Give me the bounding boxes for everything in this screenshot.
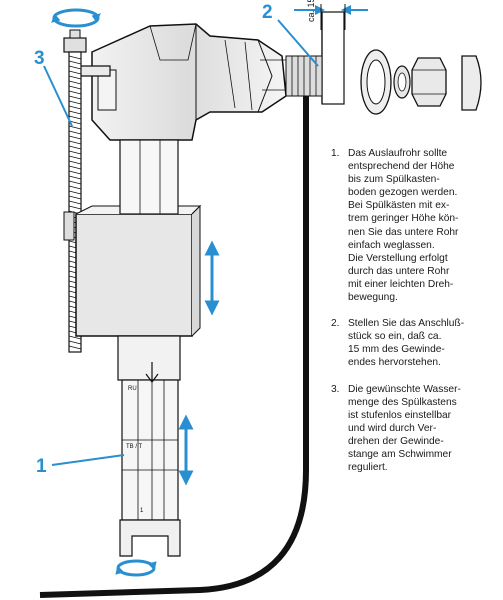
callout-1: 1 xyxy=(36,456,47,477)
rotate-bottom-arrow xyxy=(115,559,157,577)
instruction-text: Das Auslaufrohr sollte entsprechend der … xyxy=(348,148,459,304)
washer-small xyxy=(393,65,411,99)
callout-3-leader xyxy=(43,65,73,127)
callout-3: 3 xyxy=(34,48,45,69)
nut xyxy=(411,57,447,107)
instruction-number: 3. xyxy=(331,383,340,395)
instruction-number: 1. xyxy=(331,148,340,159)
adjust-screw-head xyxy=(63,29,87,53)
outlet-tube xyxy=(117,335,181,557)
callout-2-leader xyxy=(277,19,319,67)
instruction-item: 2. Stellen Sie das Anschluß- stück so ei… xyxy=(331,317,499,369)
inlet-pipe xyxy=(321,11,345,105)
instructions-list: 1. Das Auslaufrohr sollte entsprechend d… xyxy=(331,147,499,487)
instruction-text: Die gewünschte Wasser- menge des Spülkas… xyxy=(348,383,461,474)
scale-label-top: RU xyxy=(128,386,137,392)
rotate-top-arrow xyxy=(51,8,101,28)
instruction-text: Stellen Sie das Anschluß- stück so ein, … xyxy=(348,318,465,369)
valve-body xyxy=(91,23,287,141)
cap xyxy=(461,55,482,111)
scale-label-mid: TB / T xyxy=(126,444,143,450)
instruction-item: 1. Das Auslaufrohr sollte entsprechend d… xyxy=(331,147,499,304)
float xyxy=(75,204,202,337)
instruction-number: 2. xyxy=(331,318,340,330)
thread-connector xyxy=(285,55,323,97)
cistern-wall xyxy=(39,70,309,598)
callout-1-leader xyxy=(51,454,125,466)
scale-label-bottom: 1 xyxy=(140,508,144,514)
dimension-label: ca. 15 mm xyxy=(306,0,316,22)
washer-large xyxy=(360,49,392,115)
callout-2: 2 xyxy=(262,2,273,23)
instruction-item: 3. Die gewünschte Wasser- menge des Spül… xyxy=(331,383,499,475)
stem xyxy=(119,139,179,215)
